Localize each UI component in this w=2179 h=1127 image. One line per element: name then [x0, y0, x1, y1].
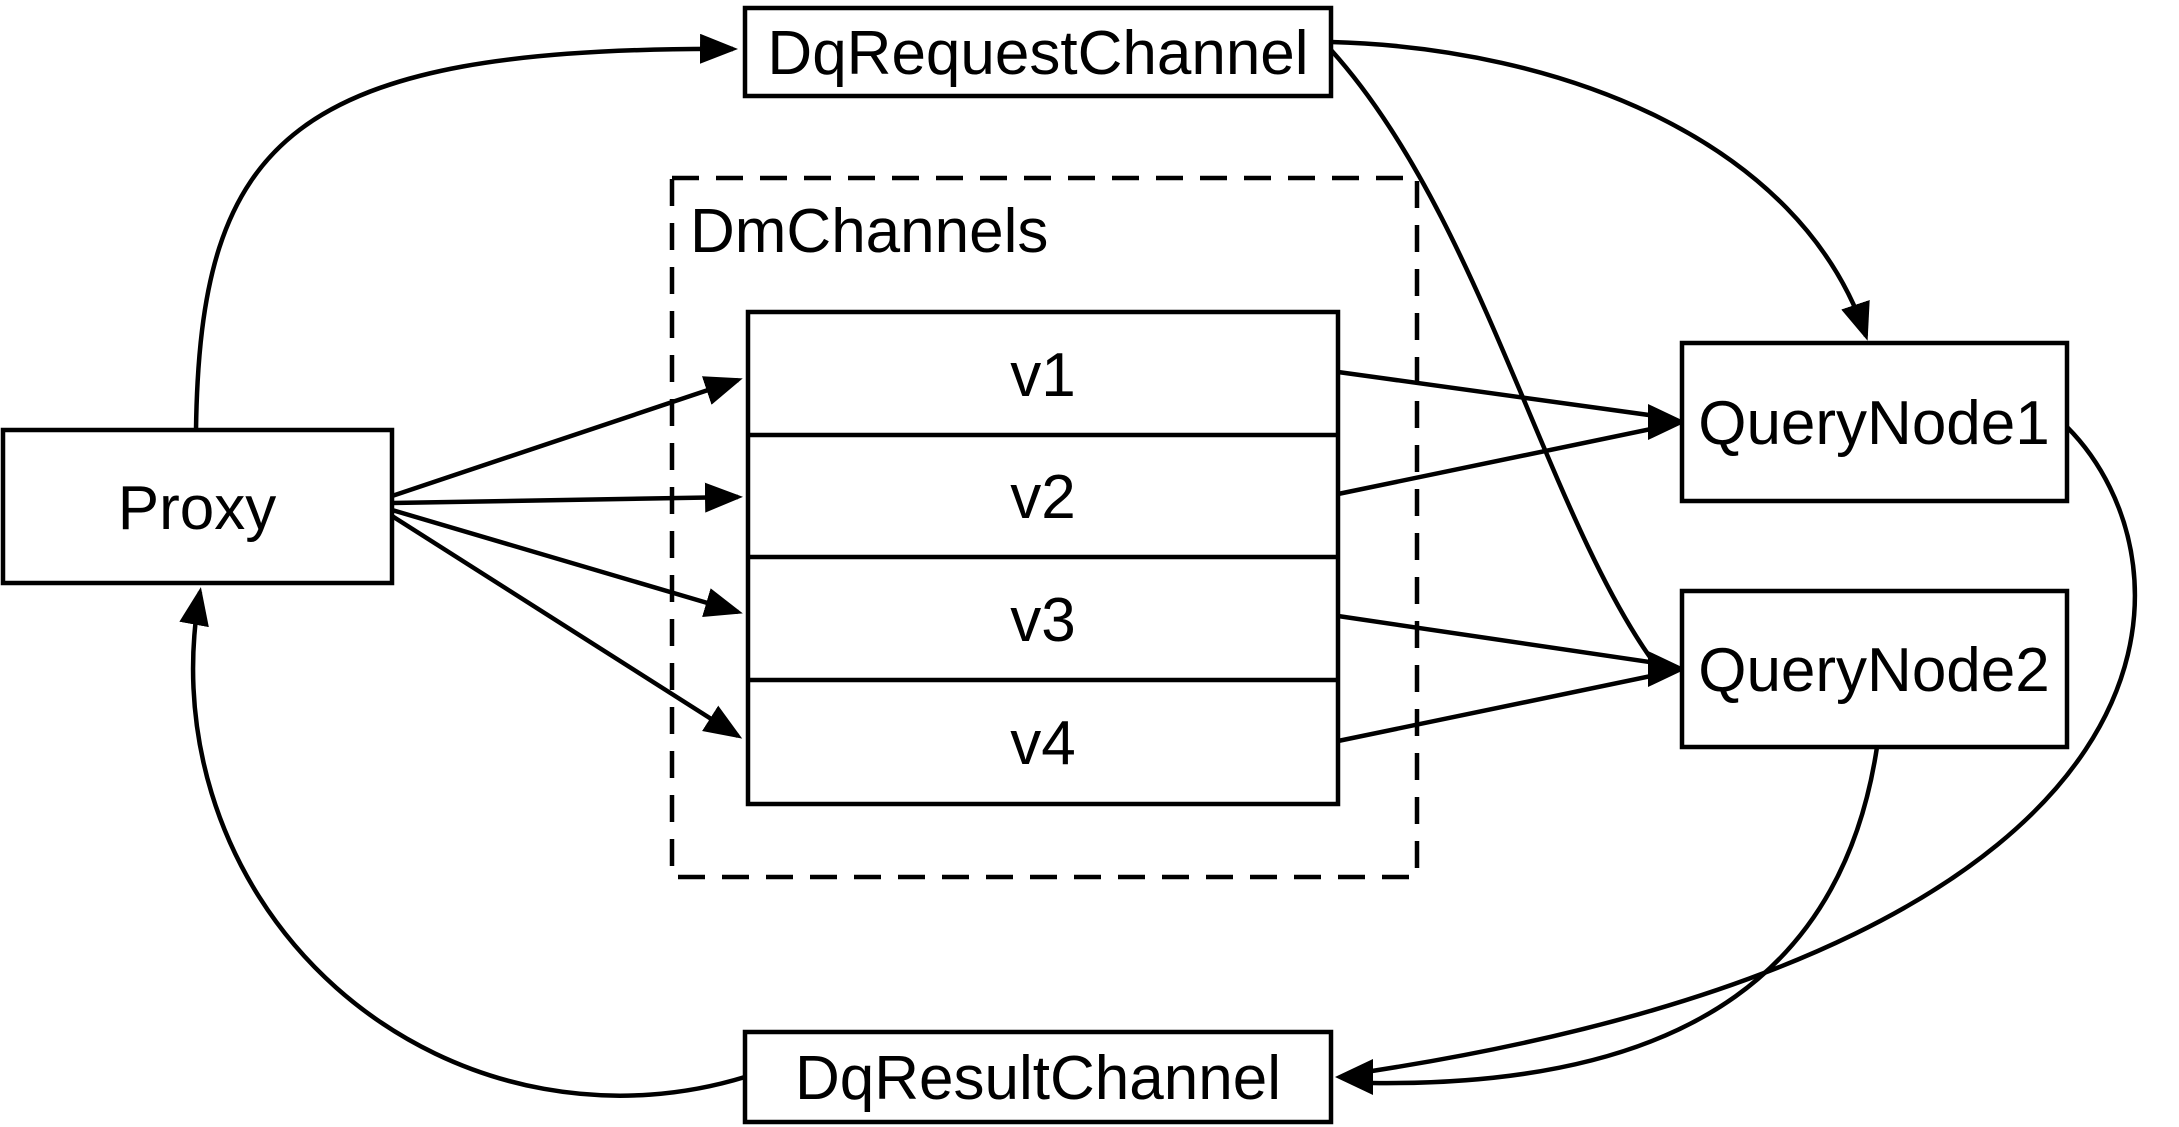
edge-proxy-to-v2	[391, 482, 743, 513]
querynode1-node-label: QueryNode1	[1698, 389, 2050, 458]
edge-v2-to-querynode1	[1337, 425, 1657, 497]
arrowhead-into-querynode2	[1648, 651, 1686, 687]
dqrequestchannel-node: DqRequestChannel	[742, 5, 1334, 99]
edge-v3-to-querynode2	[1337, 613, 1657, 666]
proxy-node-box	[0, 427, 395, 586]
channel-row-v3-label: v3	[1010, 586, 1075, 655]
edge-v1-to-querynode1	[1337, 369, 1657, 419]
edge-dqrequestchannel-to-querynode1	[1330, 39, 1870, 341]
dqrequestchannel-node-box	[742, 5, 1334, 99]
querynode2-node-box	[1679, 588, 2070, 750]
arrowhead-into-dqresultchannel	[1335, 1059, 1373, 1095]
edge-proxy-to-v1	[391, 376, 743, 499]
dqresultchannel-node: DqResultChannel	[742, 1029, 1334, 1125]
dqresultchannel-node-box	[742, 1029, 1334, 1125]
dmchannels-group-box	[669, 175, 1420, 880]
dmchannels-group: DmChannels v1 v2 v3 v4	[669, 175, 1420, 880]
dqresultchannel-node-label: DqResultChannel	[795, 1044, 1281, 1113]
edge-dqresultchannel-to-proxy	[179, 587, 746, 1098]
proxy-node: Proxy	[0, 427, 395, 586]
channel-row-v4-label: v4	[1010, 709, 1075, 778]
arrowhead-into-querynode1	[1648, 404, 1686, 440]
channel-row-v2-label: v2	[1010, 463, 1075, 532]
edge-querynode2-to-dqresultchannel	[1371, 746, 1880, 1086]
querynode2-node: QueryNode2	[1679, 588, 2070, 750]
edge-proxy-to-v3	[391, 507, 743, 618]
channel-table: v1 v2 v3 v4	[745, 309, 1341, 807]
edge-v4-to-querynode2	[1337, 672, 1657, 744]
edge-proxy-to-v4	[390, 514, 743, 739]
querynode1-node: QueryNode1	[1679, 340, 2070, 504]
proxy-node-label: Proxy	[118, 474, 276, 543]
querynode2-node-label: QueryNode2	[1698, 636, 2050, 705]
edge-querynode1-to-dqresultchannel	[1371, 425, 2138, 1074]
edge-group	[179, 33, 2138, 1098]
querynode1-node-box	[1679, 340, 2070, 504]
edge-dqrequestchannel-to-querynode2	[1329, 48, 1654, 662]
dqrequestchannel-node-label: DqRequestChannel	[767, 19, 1308, 88]
dmchannels-group-label: DmChannels	[690, 197, 1048, 266]
edge-proxy-to-dqrequestchannel	[193, 33, 738, 431]
channel-row-v1-label: v1	[1010, 341, 1075, 410]
